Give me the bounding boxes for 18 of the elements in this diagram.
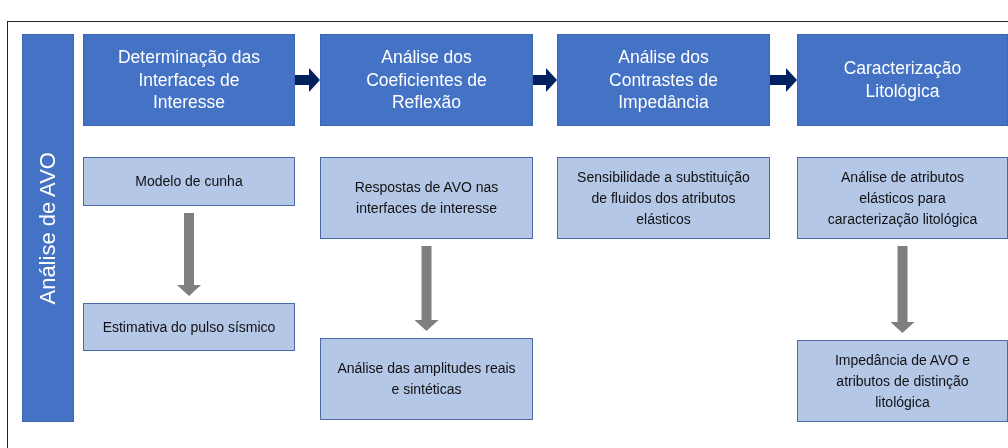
box-text: Caracterização Litológica: [842, 57, 963, 103]
box-text: Análise dos Contrastes de Impedância: [608, 45, 719, 115]
box-text: Modelo de cunha: [135, 172, 243, 191]
arrow: [414, 246, 439, 331]
box-text: Sensibilidade a substituição de fluidos dos atributos elásticos: [576, 167, 751, 229]
banner-title: Análise de AVO: [33, 151, 61, 305]
box-text: Determinação das Interfaces de Interesse: [117, 45, 261, 115]
arrow: [533, 68, 557, 92]
box-text: Análise dos Coeficientes de Reflexão: [365, 45, 488, 115]
box-text: Análise das amplitudes reais e sintéticas: [336, 359, 517, 399]
box-text: Análise de atributos elásticos para caracterização litológica: [826, 167, 979, 229]
arrow: [890, 246, 915, 333]
box-text: Respostas de AVO nas interfaces de interesse: [353, 178, 500, 218]
arrow: [177, 213, 201, 296]
arrow: [295, 68, 320, 92]
box-text: Estimativa do pulso sísmico: [102, 317, 276, 337]
arrow: [770, 68, 797, 92]
box-text: Impedância de AVO e atributos de distinção litológica: [833, 350, 972, 412]
